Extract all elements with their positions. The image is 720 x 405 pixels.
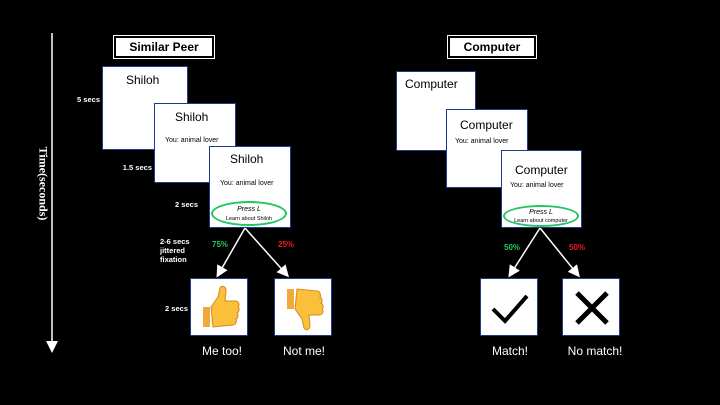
checkmark-icon: [491, 294, 529, 324]
press-l-oval-right[interactable]: Press L Learn about computer: [503, 205, 579, 227]
timing-2-secs-a: 2 secs: [175, 200, 198, 209]
similar-peer-header: Similar Peer: [113, 35, 215, 59]
peer-card-2-name: Shiloh: [175, 110, 209, 124]
time-axis-label: Time(seconds): [36, 146, 51, 221]
caption-me-too: Me too!: [201, 344, 243, 358]
pct-left-red: 25%: [278, 240, 295, 249]
thumbs-up-box: [190, 278, 248, 336]
peer-card-1-name: Shiloh: [126, 73, 160, 87]
x-mark-icon: [575, 291, 609, 325]
peer-card-3-name: Shiloh: [230, 152, 264, 166]
peer-card-2-sub: You: animal lover: [165, 137, 219, 144]
thumbs-down-box: [274, 278, 332, 336]
press-l-subtext-right: Learn about computer: [514, 218, 568, 224]
press-l-text-right: Press L: [529, 209, 553, 216]
computer-card-3: Computer You: animal lover Press L Learn…: [501, 150, 582, 228]
pct-right-red: 50%: [569, 243, 586, 252]
timing-1-5-secs: 1.5 secs: [122, 163, 152, 172]
timing-jittered: 2-6 secs jittered fixation: [160, 237, 200, 264]
computer-header: Computer: [447, 35, 537, 59]
computer-card-2-name: Computer: [460, 118, 513, 132]
peer-card-3: Shiloh You: animal lover Press L Learn a…: [209, 146, 291, 228]
left-arrow-a: [216, 227, 246, 278]
left-arrow-b: [244, 227, 289, 278]
computer-card-3-name: Computer: [515, 163, 568, 177]
thumbs-up-icon: [203, 285, 240, 328]
caption-no-match: No match!: [567, 344, 623, 358]
caption-not-me: Not me!: [282, 344, 325, 358]
timing-jittered-line2: jittered: [160, 246, 186, 255]
thumbs-down-icon: [287, 288, 324, 331]
pct-right-green: 50%: [504, 243, 521, 252]
computer-card-3-sub: You: animal lover: [510, 182, 564, 189]
timing-jittered-line1: 2-6 secs: [160, 237, 190, 246]
right-arrow-a: [508, 227, 541, 278]
caption-match: Match!: [491, 344, 528, 358]
pct-left-green: 75%: [212, 240, 229, 249]
checkmark-box: [480, 278, 538, 336]
press-l-oval-left[interactable]: Press L Learn about Shiloh: [211, 201, 287, 226]
timing-5-secs: 5 secs: [77, 95, 100, 104]
press-l-text: Press L: [237, 206, 261, 213]
timing-2-secs-b: 2 secs: [165, 304, 188, 313]
right-arrow-b: [539, 227, 580, 278]
x-mark-box: [562, 278, 620, 336]
press-l-subtext: Learn about Shiloh: [225, 216, 273, 222]
timing-jittered-line3: fixation: [160, 255, 187, 264]
computer-card-2-sub: You: animal lover: [455, 138, 509, 145]
computer-card-1-name: Computer: [405, 77, 458, 91]
peer-card-3-sub: You: animal lover: [220, 180, 274, 187]
